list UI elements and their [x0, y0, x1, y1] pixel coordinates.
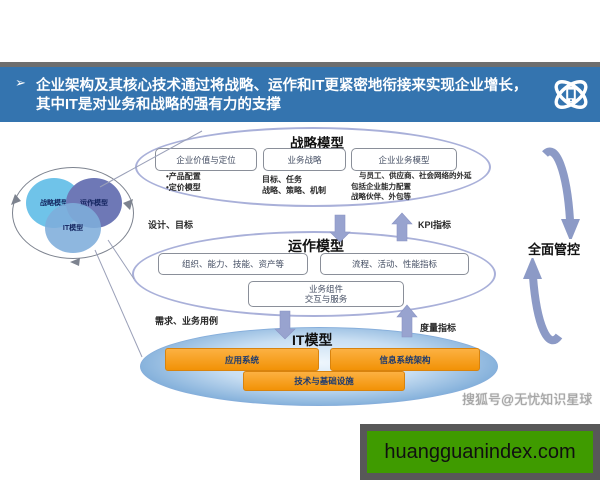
header-title-line2: 其中IT是对业务和战略的强有力的支撑: [36, 97, 281, 113]
footer-banner: huangguanindex.com: [360, 424, 600, 480]
divider-strip: [0, 62, 600, 67]
strategy-note-3: 与员工、供应商、社会网络的外延 包括企业能力配置 战略伙伴、外包等: [351, 171, 472, 201]
operation-box-components: 业务组件 交互与服务: [248, 281, 404, 307]
it-box-application-systems: 应用系统: [165, 348, 319, 371]
label-design-goal: 设计、目标: [148, 220, 194, 230]
strategy-box-value-positioning: 企业价值与定位: [155, 148, 257, 171]
it-model-title: IT模型: [292, 332, 333, 348]
it-box-information-architecture: 信息系统架构: [330, 348, 480, 371]
venn-circle-it: IT模型: [45, 203, 101, 253]
label-kpi: KPI指标: [418, 220, 452, 230]
venn-strategy-label: 战略模型: [40, 200, 68, 207]
strategy-note-2: 目标、任务 战略、策略、机制: [262, 175, 326, 195]
header-title-line1: 企业架构及其核心技术通过将战略、运作和IT更紧密地衔接来实现企业增长，: [36, 78, 528, 94]
watermark: 搜狐号@无忧知识星球: [462, 392, 593, 407]
it-box-tech-infrastructure: 技术与基础设施: [243, 371, 405, 391]
label-requirements: 需求、业务用例: [155, 316, 219, 326]
atom-device-icon: [549, 73, 593, 121]
bullet-arrow-icon: ➢: [15, 75, 26, 90]
operation-box-process: 流程、活动、性能指标: [320, 253, 469, 275]
venn-operation-label: 运作模型: [80, 200, 108, 207]
label-metrics: 度量指标: [420, 323, 457, 333]
footer-banner-text: huangguanindex.com: [367, 431, 593, 473]
operation-box-organization: 组织、能力、技能、资产等: [158, 253, 308, 275]
strategy-model-title: 战略模型: [290, 136, 344, 151]
venn-it-label: IT模型: [62, 225, 84, 232]
header-bar: ➢ 企业架构及其核心技术通过将战略、运作和IT更紧密地衔接来实现企业增长， 其中…: [0, 67, 600, 122]
strategy-note-1: •产品配置 •定价模型: [166, 172, 201, 192]
strategy-box-business-model: 企业业务模型: [351, 148, 457, 171]
control-loop-label: 全面管控: [527, 239, 582, 258]
strategy-box-business-strategy: 业务战略: [263, 148, 346, 171]
